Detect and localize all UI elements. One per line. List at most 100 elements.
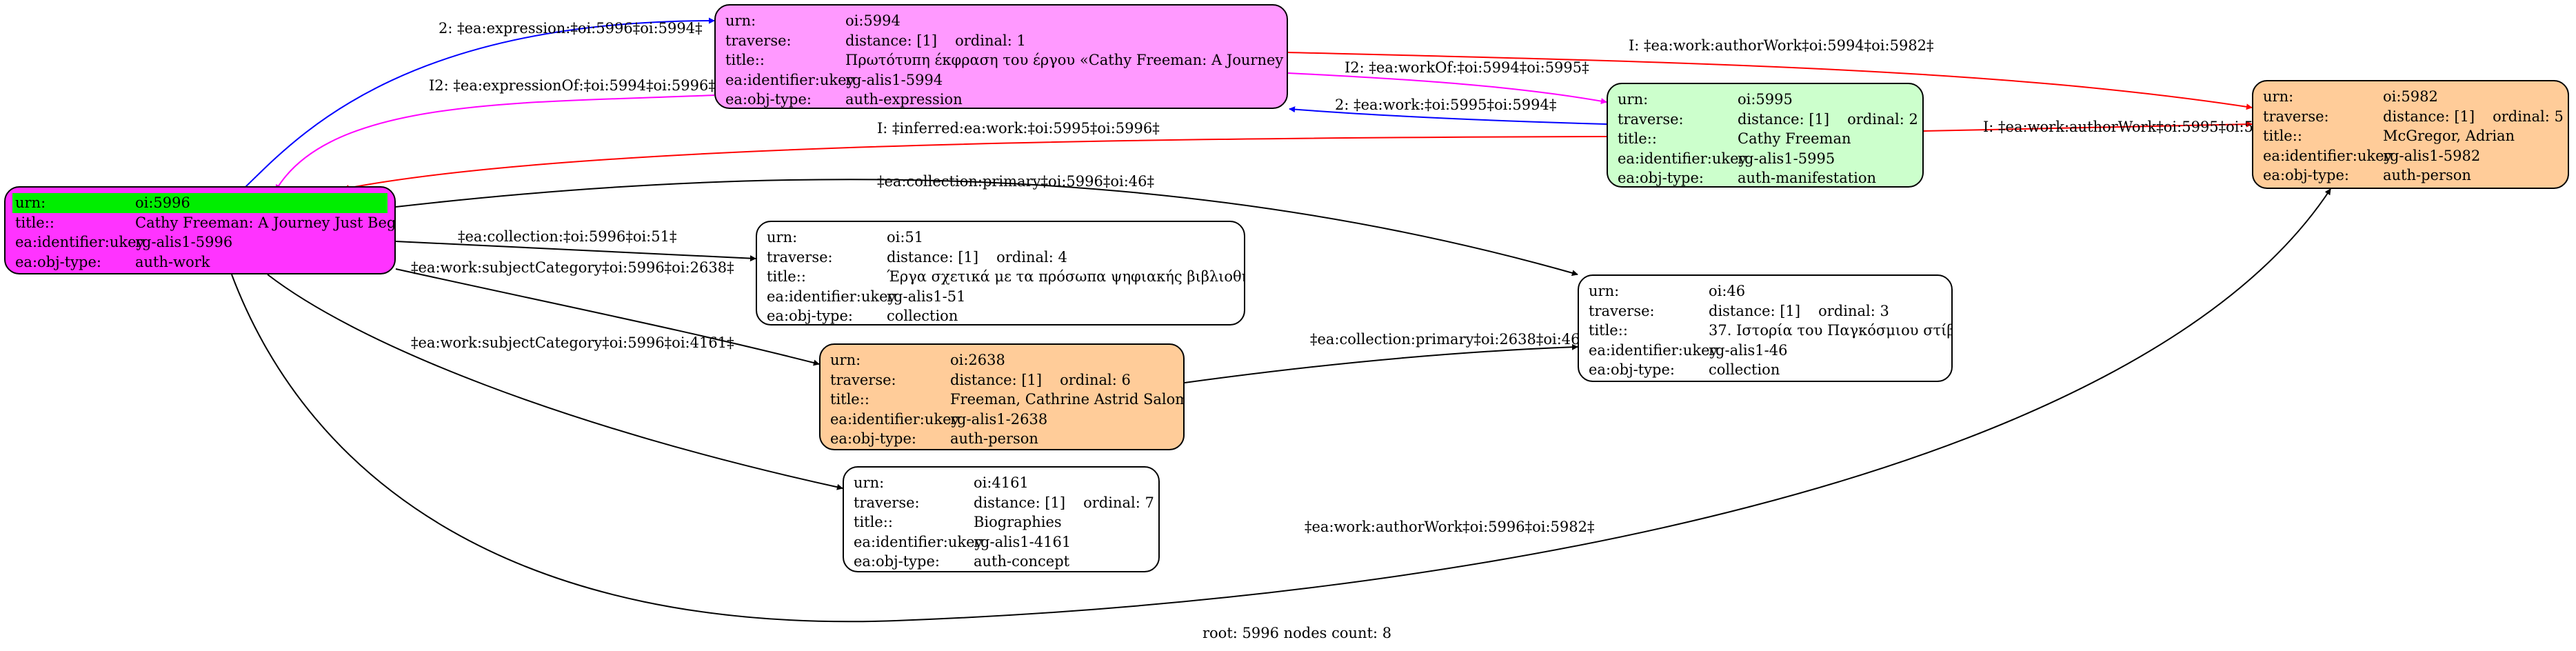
node-row-value: Biographies: [974, 514, 1062, 530]
node-row-value: oi:5994: [845, 12, 900, 29]
node-row-value: distance: [1]: [845, 32, 938, 49]
edge-label: I2: ‡ea:workOf:‡oi:5994‡oi:5995‡: [1345, 59, 1589, 76]
node-row-key: ea:obj-type:: [830, 430, 916, 447]
node-oi-4161[interactable]: urn: oi:4161 traverse:distance: [1]ordinal…: [843, 466, 1160, 572]
graph-caption: root: 5996 nodes count: 8: [1203, 625, 1392, 641]
node-row-value: auth-person: [2383, 167, 2471, 183]
node-row-value: oi:4161: [974, 474, 1029, 491]
node-row: traverse: distance: [1] ordinal: 3: [1589, 301, 1942, 321]
node-oi-2638[interactable]: urn: oi:2638 traverse:distance: [1]ordinal…: [819, 343, 1185, 450]
node-row-key: urn:: [1618, 91, 1649, 108]
node-row: title::Cathy Freeman: [1618, 129, 1913, 149]
node-row-key: traverse:: [2263, 108, 2329, 125]
node-row: urn: oi:5996: [12, 193, 388, 213]
node-row-value: rg-alis1-46: [1709, 341, 1788, 359]
node-row: ea:obj-type:auth-person: [2263, 166, 2558, 186]
node-row-key: title::: [830, 391, 869, 408]
node-row: urn:oi:46: [1589, 281, 1942, 301]
node-row: traverse:distance: [1]ordinal: 2: [1618, 110, 1918, 130]
node-row-value: distance: [1]: [887, 248, 979, 266]
node-row-value: auth-work: [135, 253, 210, 270]
edge-collection-5996-51: [395, 241, 756, 262]
node-row-value: Πρωτότυπη έκφραση του έργου «Cathy Freem…: [845, 52, 1288, 68]
node-row: urn:oi:5982: [2263, 87, 2558, 107]
node-row: traverse:distance: [1]ordinal: 7: [854, 493, 1154, 513]
node-row-value: oi:51: [887, 229, 924, 246]
node-row-key: ea:obj-type:: [854, 553, 940, 570]
node-row: traverse:distance: [1]ordinal: 6: [830, 370, 1174, 390]
node-row: title::McGregor, Adrian: [2263, 126, 2558, 146]
node-row: ea:obj-type:auth-person: [830, 429, 1174, 449]
node-row-value: oi:2638: [950, 352, 1005, 368]
node-row-ordinal: ordinal: 1: [955, 32, 1026, 49]
node-row-value: distance: [1]: [2383, 108, 2475, 125]
node-row: ea:obj-type:auth-work: [15, 252, 385, 272]
node-row: ea:obj-type: auth-expression: [725, 90, 1277, 108]
node-row-key: traverse:: [854, 494, 920, 511]
node-row-value: McGregor, Adrian: [2383, 128, 2515, 144]
node-row: title::37. Ιστορία του Παγκόσμιου στίβου: [1589, 321, 1951, 341]
node-row-value: auth-expression: [845, 91, 963, 108]
edge-label: 2: ‡ea:expression:‡oi:5996‡oi:5994‡: [439, 20, 703, 37]
edge-collection-primary-5996-46: [395, 179, 1578, 277]
edge-authorwork-5996-5982: [231, 188, 2331, 623]
node-row-value: rg-alis1-2638: [950, 410, 1048, 428]
edge-label: ‡ea:collection:primary‡oi:5996‡oi:46‡: [877, 173, 1155, 190]
node-row-key: title::: [1589, 322, 1628, 339]
node-row-ordinal: ordinal: 6: [1060, 371, 1131, 388]
edge-label: ‡ea:work:authorWork‡oi:5996‡oi:5982‡: [1305, 519, 1595, 535]
node-row-value: 37. Ιστορία του Παγκόσμιου στίβου: [1709, 322, 1953, 339]
node-row-value: rg-alis1-5996: [135, 234, 233, 250]
edge-expressionof-5994-5996: [275, 94, 715, 191]
node-row-value: auth-manifestation: [1738, 170, 1877, 186]
node-row-value: collection: [1709, 361, 1780, 378]
edge-subjectcategory-5996-4161: [267, 274, 843, 490]
edge-label: I: ‡ea:work:authorWork‡oi:5995‡oi:5982‡: [1983, 119, 2288, 135]
node-row: title::Biographies: [854, 512, 1149, 532]
node-row-key: traverse:: [725, 32, 792, 49]
node-row-key: urn:: [1589, 283, 1620, 299]
node-row-key: urn:: [830, 352, 861, 368]
node-row-key: traverse:: [1589, 302, 1655, 319]
node-row-ordinal: ordinal: 2: [1847, 110, 1918, 128]
node-row-key: traverse:: [767, 248, 833, 266]
node-row-key: traverse:: [830, 371, 896, 388]
node-row-ordinal: ordinal: 3: [1818, 302, 1889, 319]
node-row: ea:obj-type:auth-concept: [854, 552, 1149, 571]
node-row: title::Πρωτότυπη έκφραση του έργου «Cath…: [725, 50, 1287, 70]
edge-subjectcategory-5996-2638: [395, 268, 820, 366]
node-oi-51[interactable]: urn: oi:51 traverse: distance: [1] ordinal: …: [756, 221, 1245, 326]
edge-label: ‡ea:collection:‡oi:5996‡oi:51‡: [458, 228, 677, 245]
node-row-key: title::: [2263, 128, 2302, 144]
edge-label: I2: ‡ea:expressionOf:‡oi:5994‡oi:5996‡: [429, 77, 716, 94]
node-row-value: distance: [1]: [1709, 302, 1801, 319]
edge-inferred-work-5995-5996: [343, 136, 1607, 191]
node-row-ordinal: ordinal: 4: [996, 248, 1067, 266]
node-row: traverse: distance: [1] ordinal: 1: [725, 31, 1277, 51]
node-row-key: urn:: [854, 474, 885, 491]
node-row-value: oi:5996: [135, 194, 190, 211]
node-row-key: urn:: [15, 194, 46, 211]
edge-label: 2: ‡ea:work:‡oi:5995‡oi:5994‡: [1335, 97, 1557, 113]
node-row: traverse: distance: [1] ordinal: 4: [767, 248, 1234, 268]
node-row: title::Cathy Freeman: A Journey Just Beg…: [15, 213, 394, 233]
node-row: title::Freeman, Cathrine Astrid Salome: [830, 390, 1183, 410]
node-row-key: ea:obj-type:: [1589, 361, 1675, 378]
node-row-value: rg-alis1-4161: [974, 533, 1071, 550]
edge-workof-5994-5995: [1287, 72, 1607, 105]
node-row-key: title::: [15, 214, 54, 231]
node-row: urn: oi:2638: [830, 350, 1174, 370]
node-row-key: urn:: [767, 229, 798, 246]
node-row-key: ea:obj-type:: [725, 91, 812, 108]
